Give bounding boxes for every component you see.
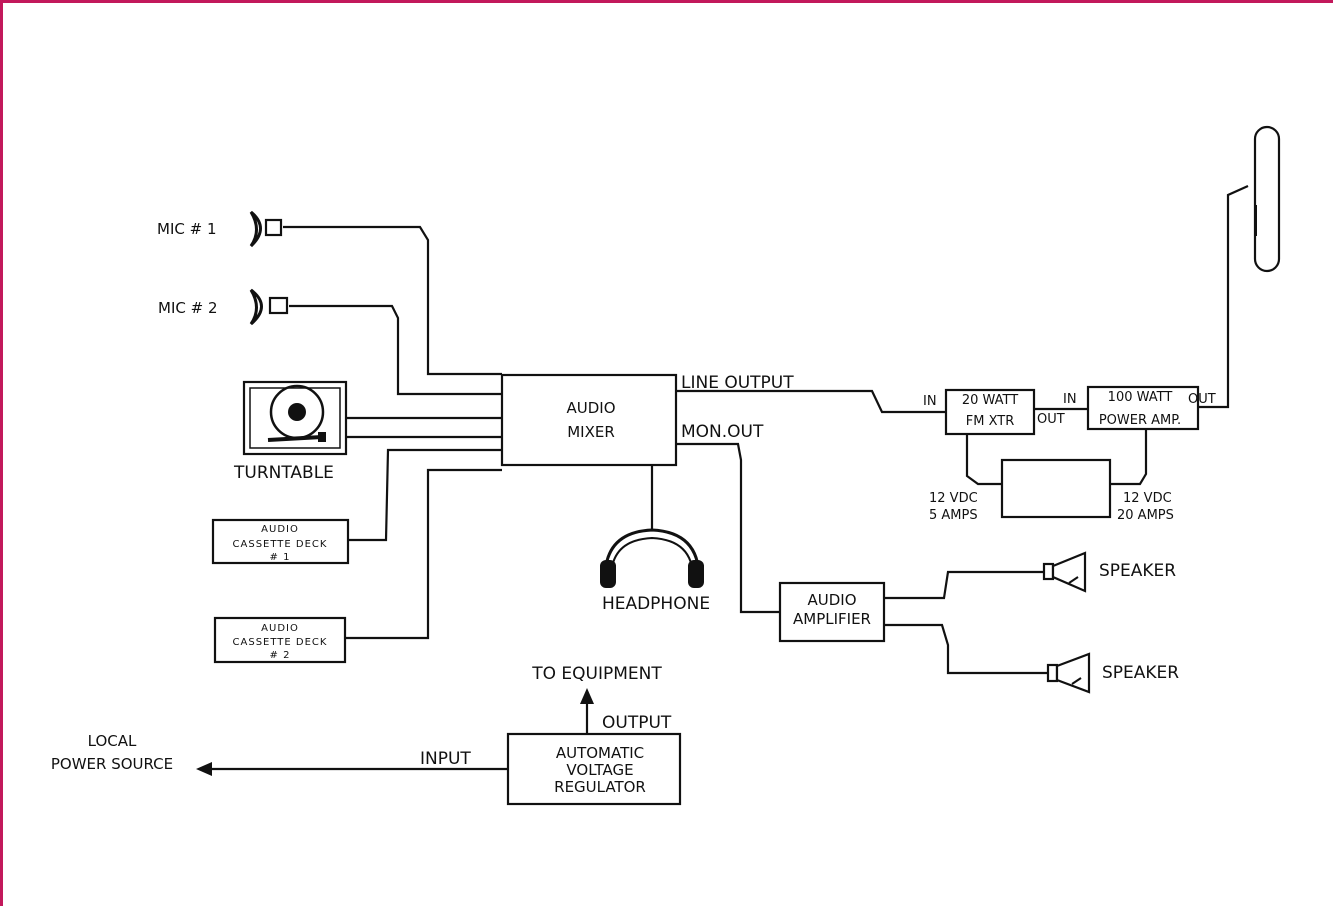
wires <box>208 184 1249 771</box>
xtr-line2: FM XTR <box>966 414 1014 429</box>
speaker2-label: SPEAKER <box>1102 663 1179 683</box>
audio-amp-line1: AUDIO <box>807 591 856 609</box>
psu2-line2: 20 AMPS <box>1117 508 1174 523</box>
amp-out-label: OUT <box>1188 392 1216 407</box>
psu2-line1: 12 VDC <box>1123 491 1172 506</box>
mic2-wire <box>289 304 502 396</box>
voltage-regulator: AUTOMATIC VOLTAGE REGULATOR <box>506 732 682 806</box>
mic1-icon <box>249 210 283 248</box>
amp-in-label: IN <box>1063 392 1077 407</box>
output-label: OUTPUT <box>602 713 672 733</box>
audio-amplifier: AUDIO AMPLIFIER <box>778 581 886 643</box>
cassette-deck-1: AUDIO CASSETTE DECK # 1 <box>211 518 350 565</box>
cassette1-line2: CASSETTE DECK <box>233 539 328 550</box>
power-amplifier: 100 WATT POWER AMP. <box>1086 385 1200 431</box>
mic2-icon <box>249 288 289 326</box>
line-output-label: LINE OUTPUT <box>681 373 794 393</box>
local-line1: LOCAL <box>88 732 137 750</box>
mon-out-wire <box>676 442 780 614</box>
mic2-label: MIC # 2 <box>158 299 218 317</box>
speaker2-wire <box>884 623 1048 675</box>
speaker1-label: SPEAKER <box>1099 561 1176 581</box>
speaker1-wire <box>884 570 1044 600</box>
fm-transmitter: 20 WATT FM XTR <box>944 388 1036 436</box>
amp-to-antenna-wire <box>1198 184 1249 409</box>
cassette2-line3: # 2 <box>270 650 291 661</box>
mixer-line1: AUDIO <box>566 399 615 417</box>
xtr-in-label: IN <box>923 394 937 409</box>
headphone-icon <box>600 528 704 588</box>
mic1-wire <box>283 225 502 376</box>
xtr-out-label: OUT <box>1037 412 1065 427</box>
cassette2-line2: CASSETTE DECK <box>233 637 328 648</box>
antenna-icon <box>1253 125 1281 273</box>
cassette-deck-2: AUDIO CASSETTE DECK # 2 <box>213 616 347 664</box>
speaker1-icon <box>1042 551 1087 593</box>
xtr-line1: 20 WATT <box>962 393 1018 408</box>
power-supply <box>1000 458 1112 519</box>
turntable-icon <box>242 380 348 456</box>
power-source-arrow-icon <box>196 762 212 776</box>
cassette1-line3: # 1 <box>270 552 291 563</box>
psu1-line2: 5 AMPS <box>929 508 978 523</box>
psu1-line1: 12 VDC <box>929 491 978 506</box>
audio-mixer: AUDIO MIXER <box>500 373 678 467</box>
audio-amp-line2: AMPLIFIER <box>793 610 871 628</box>
avr-line3: REGULATOR <box>554 778 646 796</box>
amp-line2: POWER AMP. <box>1099 413 1181 428</box>
mic1-label: MIC # 1 <box>157 220 217 238</box>
cassette1-wire <box>348 448 502 542</box>
line-output-wire <box>676 389 946 414</box>
headphone-label: HEADPHONE <box>602 594 710 614</box>
local-line2: POWER SOURCE <box>51 755 173 773</box>
mixer-line2: MIXER <box>567 423 615 441</box>
cassette2-line1: AUDIO <box>261 623 299 634</box>
to-equipment-label: TO EQUIPMENT <box>531 664 662 684</box>
avr-line1: AUTOMATIC <box>556 744 644 762</box>
psu-to-amp-wire <box>1110 429 1148 486</box>
speaker2-icon <box>1046 652 1091 694</box>
cassette1-line1: AUDIO <box>261 524 299 535</box>
cassette2-wire <box>345 468 502 640</box>
psu-to-xtr-wire <box>965 434 1002 486</box>
turntable-label: TURNTABLE <box>233 463 334 483</box>
input-label: INPUT <box>420 749 471 769</box>
mon-out-label: MON.OUT <box>681 422 764 442</box>
avr-line2: VOLTAGE <box>566 761 633 779</box>
to-equipment-arrow-icon <box>580 688 594 704</box>
amp-line1: 100 WATT <box>1108 390 1173 405</box>
